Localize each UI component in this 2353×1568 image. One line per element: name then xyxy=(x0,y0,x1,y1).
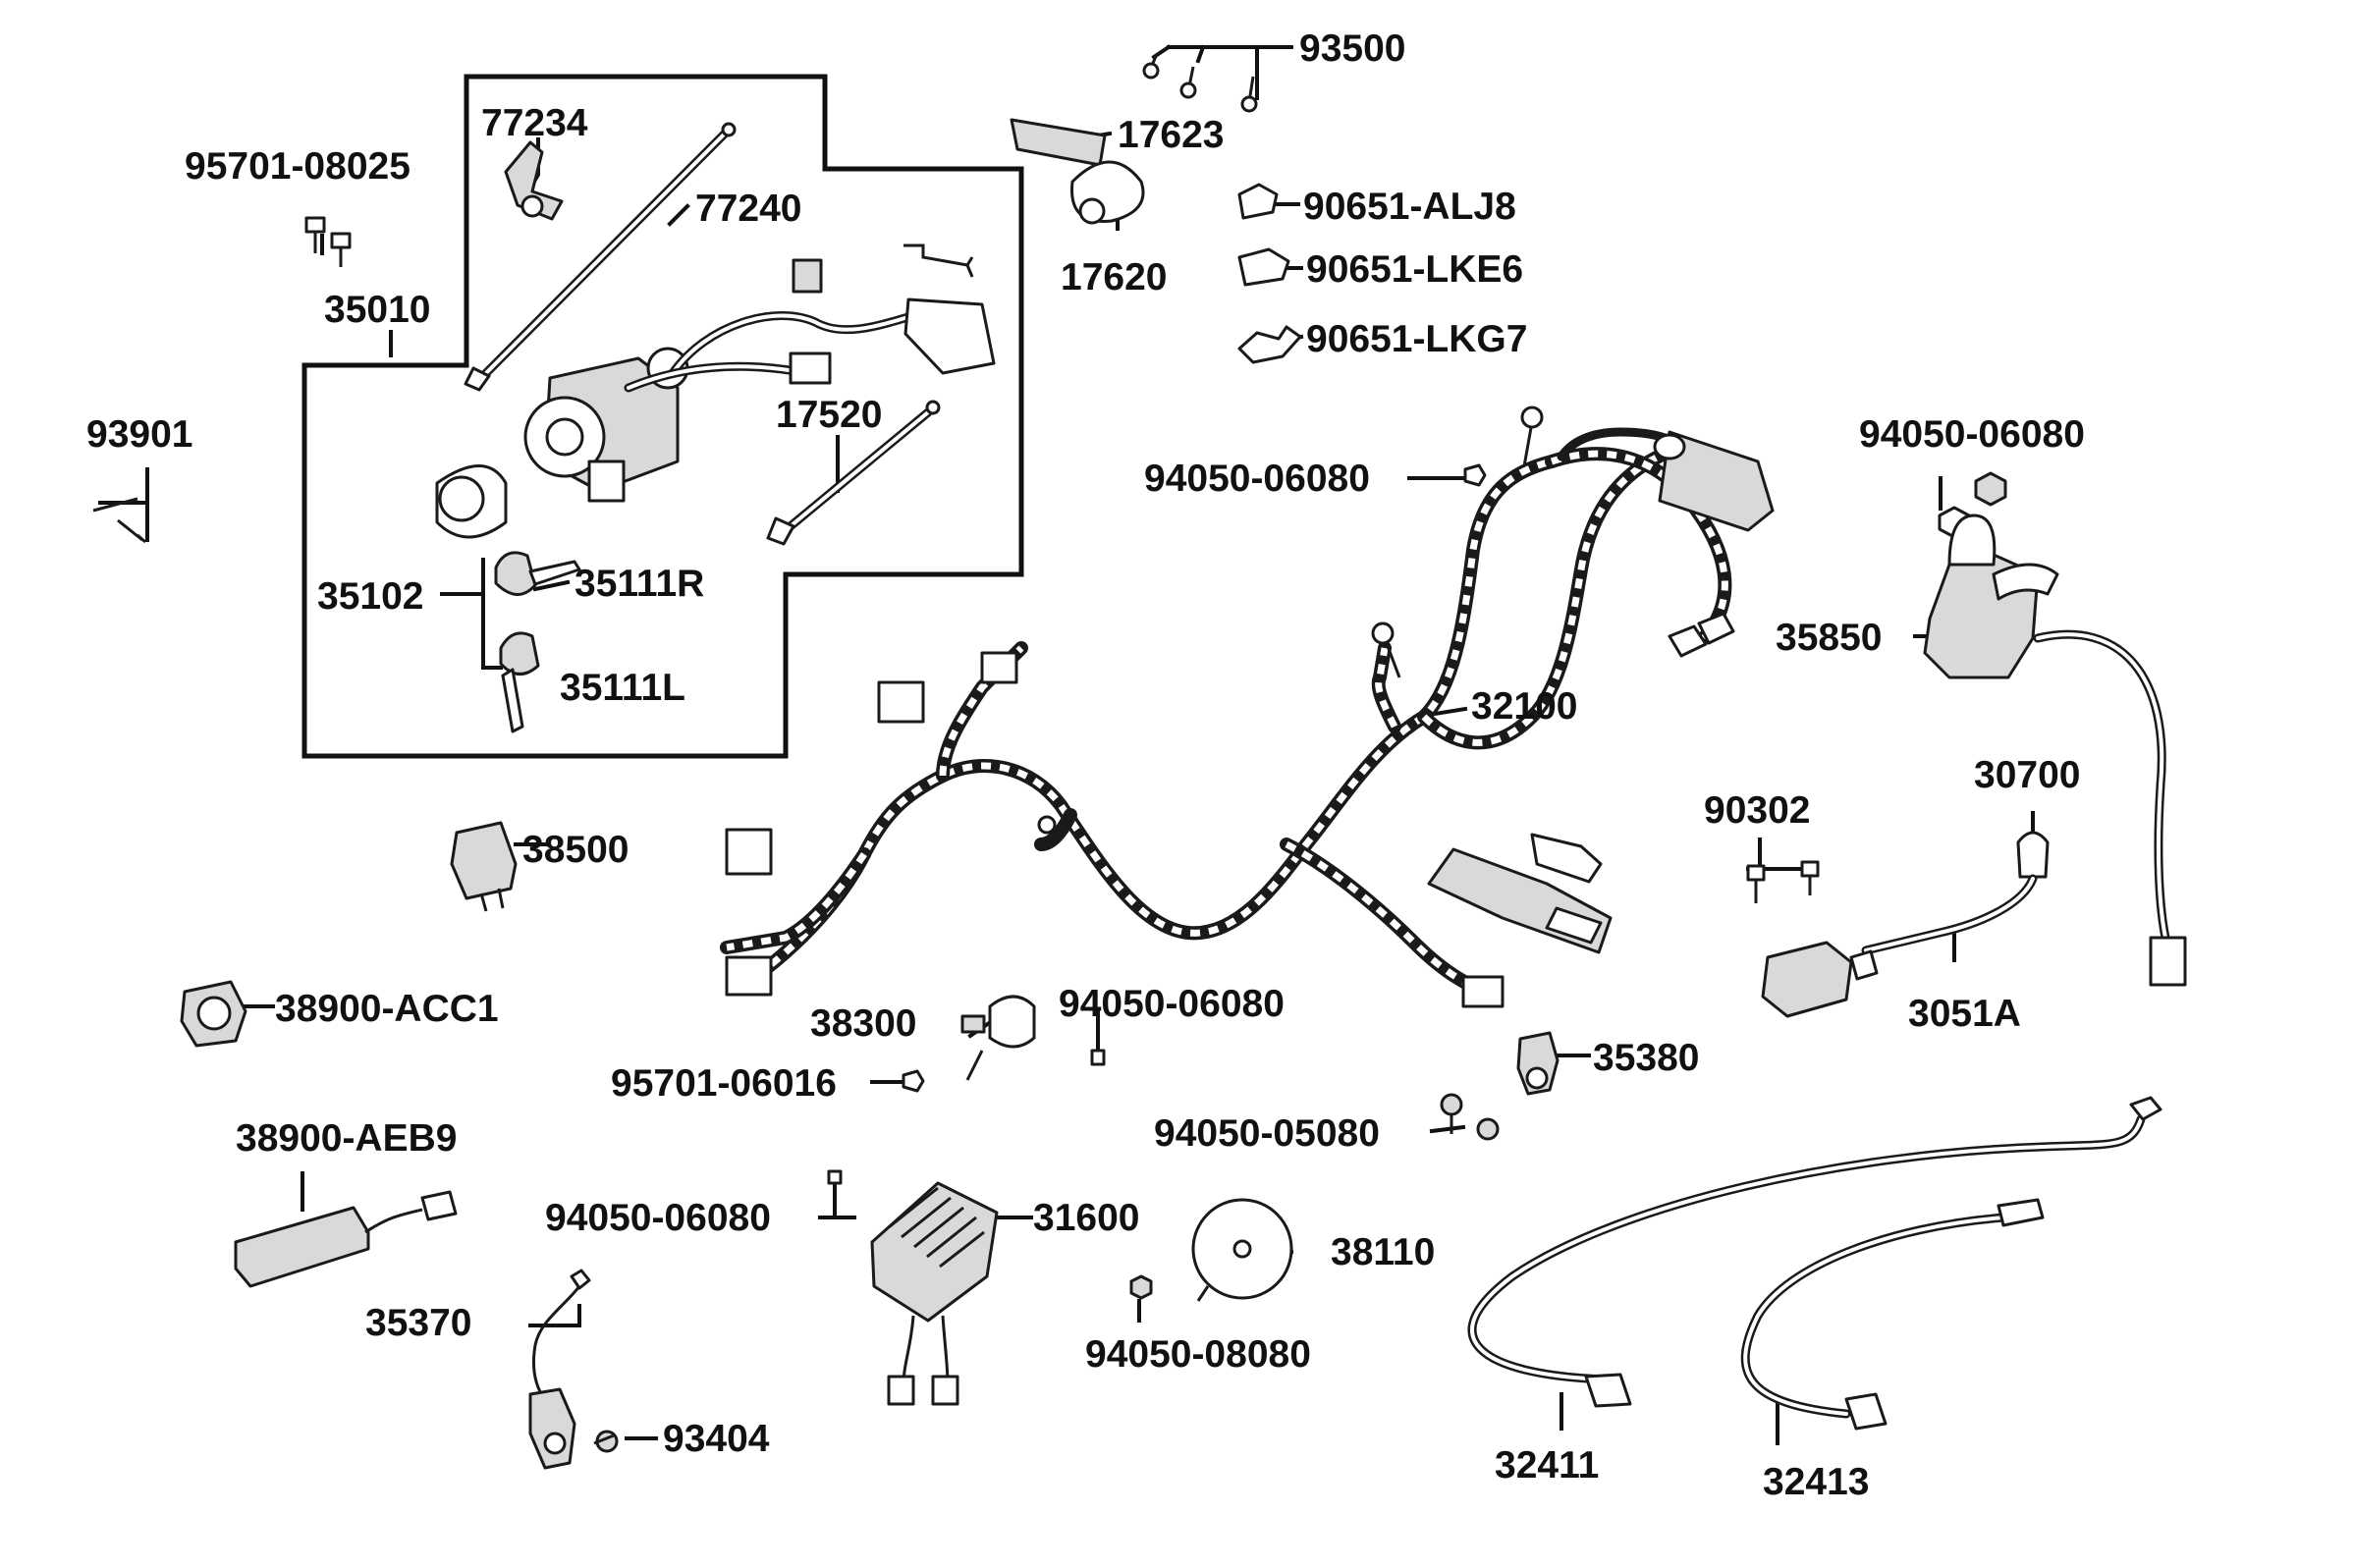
label-35111l: 35111L xyxy=(560,667,685,709)
cable-77240-drawing xyxy=(464,122,737,392)
part-labels: 93500 17623 17620 90651-ALJ8 90651-LKE6 … xyxy=(86,27,2085,1503)
regulator-31600-drawing xyxy=(870,1181,999,1406)
unit-38300-drawing xyxy=(960,995,1036,1081)
ignition-switch-drawing xyxy=(523,297,996,503)
label-77240: 77240 xyxy=(695,188,801,230)
label-94050-08080: 94050-08080 xyxy=(1085,1333,1311,1376)
wiring-harness-32100-drawing xyxy=(720,406,1775,1008)
lever-77234-drawing xyxy=(504,140,564,221)
label-93404: 93404 xyxy=(663,1418,770,1460)
clip-90651-alj8-drawing xyxy=(1237,183,1279,220)
lock-cylinder-35102-drawing xyxy=(435,464,508,539)
ignition-coil-35850-drawing xyxy=(1923,514,2187,987)
sensor-35370-drawing xyxy=(528,1269,591,1470)
label-38900-aeb9: 38900-AEB9 xyxy=(236,1117,457,1160)
label-94050-06080-c: 94050-06080 xyxy=(1059,983,1285,1025)
nut-94050-08080-drawing xyxy=(1129,1274,1153,1300)
label-77234: 77234 xyxy=(481,102,588,144)
bolt-94050-06080-a-drawing xyxy=(1463,463,1487,487)
label-32411: 32411 xyxy=(1495,1444,1599,1487)
kit-outline-35010 xyxy=(301,74,1024,759)
cable-17520-drawing xyxy=(766,400,941,546)
label-30700: 30700 xyxy=(1974,754,2080,796)
label-94050-05080: 94050-05080 xyxy=(1154,1112,1380,1155)
label-35102: 35102 xyxy=(317,575,423,618)
clip-90651-lke6-drawing xyxy=(1237,247,1290,287)
connector-kit-b-drawing xyxy=(903,243,974,278)
label-35111r: 35111R xyxy=(575,563,704,605)
battery-cable-32411-drawing xyxy=(1467,1096,2162,1408)
label-35370: 35370 xyxy=(365,1302,471,1344)
label-31600: 31600 xyxy=(1033,1197,1139,1239)
key-35111r-drawing xyxy=(494,551,581,596)
label-95701-08025: 95701-08025 xyxy=(185,145,410,188)
label-32413: 32413 xyxy=(1763,1461,1869,1503)
unit-38900-acc1-drawing xyxy=(180,980,247,1048)
sensor-35380-drawing xyxy=(1516,1031,1560,1096)
label-38500: 38500 xyxy=(522,829,629,871)
label-93901: 93901 xyxy=(86,413,192,456)
label-38300: 38300 xyxy=(810,1002,916,1045)
coil-3051a-drawing xyxy=(1761,941,1879,1018)
bolts-95701-08025-drawing xyxy=(304,216,352,267)
label-94050-06080-b: 94050-06080 xyxy=(1859,413,2085,456)
bolts-90302-drawing xyxy=(1746,860,1820,903)
screws-93500-drawing xyxy=(1142,53,1258,113)
label-90651-lkg7: 90651-LKG7 xyxy=(1306,318,1527,360)
label-94050-06080-d: 94050-06080 xyxy=(545,1197,771,1239)
label-35850: 35850 xyxy=(1776,617,1882,659)
housing-17620-drawing xyxy=(1070,160,1145,225)
battery-cable-32413-drawing xyxy=(1740,1198,2045,1431)
label-90651-alj8: 90651-ALJ8 xyxy=(1303,186,1516,228)
bolt-94050-06080-c-drawing xyxy=(1090,1049,1106,1066)
lens-17623-drawing xyxy=(1010,118,1107,167)
label-95701-06016: 95701-06016 xyxy=(611,1062,837,1105)
label-17620: 17620 xyxy=(1061,256,1167,298)
label-94050-06080-a: 94050-06080 xyxy=(1144,458,1370,500)
label-17623: 17623 xyxy=(1118,114,1224,156)
label-17520: 17520 xyxy=(776,394,882,436)
label-38900-acc1: 38900-ACC1 xyxy=(275,988,499,1030)
horn-38110-drawing xyxy=(1191,1198,1293,1302)
clip-93901-drawing xyxy=(92,497,146,544)
spark-plug-cap-30700-drawing xyxy=(1861,831,2050,955)
bolt-94050-06080-d-drawing xyxy=(827,1169,843,1185)
label-90651-lke6: 90651-LKE6 xyxy=(1306,248,1523,291)
label-35380: 35380 xyxy=(1593,1037,1699,1079)
label-3051a: 3051A xyxy=(1908,993,2021,1035)
label-90302: 90302 xyxy=(1704,789,1810,832)
bolts-94050-05080-drawing xyxy=(1440,1093,1500,1141)
relay-38500-drawing xyxy=(450,821,518,912)
key-35111l-drawing xyxy=(499,631,540,733)
clip-90651-lkg7-drawing xyxy=(1237,325,1302,364)
connector-kit-a-drawing xyxy=(792,258,823,294)
label-93500: 93500 xyxy=(1299,27,1405,70)
module-38900-aeb9-drawing xyxy=(234,1190,458,1288)
bolt-95701-06016-drawing xyxy=(902,1069,925,1093)
label-35010: 35010 xyxy=(324,289,430,331)
part-drawings xyxy=(92,53,2187,1470)
label-32100: 32100 xyxy=(1471,685,1577,728)
label-38110: 38110 xyxy=(1331,1231,1435,1273)
bolt-93404-drawing xyxy=(593,1430,619,1453)
